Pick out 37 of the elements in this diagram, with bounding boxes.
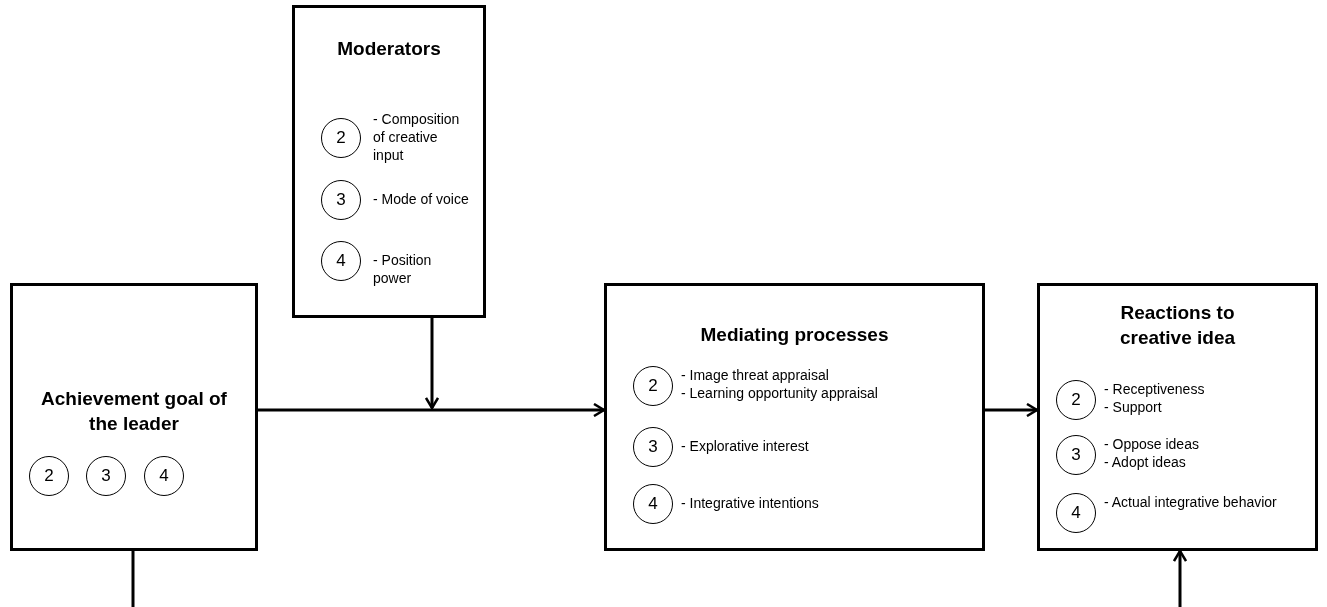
arrow [258, 402, 606, 418]
number-circle: 3 [321, 180, 361, 220]
concept-box [292, 5, 486, 318]
number-circle: 2 [321, 118, 361, 158]
arrow [1172, 549, 1188, 607]
number-circle: 4 [1056, 493, 1096, 533]
number-circle: 2 [1056, 380, 1096, 420]
item-text: - Integrative intentions [681, 494, 819, 512]
item-text: - Receptiveness [1104, 380, 1205, 398]
number-circle: 3 [1056, 435, 1096, 475]
connector-line [131, 551, 135, 607]
concept-box [10, 283, 258, 551]
number-circle: 2 [633, 366, 673, 406]
item-text: - Mode of voice [373, 190, 469, 208]
number-circle: 3 [633, 427, 673, 467]
number-circle: 4 [321, 241, 361, 281]
number-circle: 4 [144, 456, 184, 496]
item-text: - Image threat appraisal [681, 366, 830, 384]
number-circle: 3 [86, 456, 126, 496]
item-text: - Adopt ideas [1104, 453, 1187, 471]
box-title: Reactions to creative idea [1118, 301, 1237, 350]
item-text: - Composition of creative input [373, 110, 461, 164]
box-title: Moderators [336, 37, 442, 61]
item-text: - Explorative interest [681, 437, 809, 455]
item-text: - Oppose ideas [1104, 435, 1199, 453]
box-title: Mediating processes [699, 323, 890, 347]
concept-box [1037, 283, 1318, 551]
item-text: - Learning opportunity appraisal [681, 384, 878, 402]
concept-box [604, 283, 985, 551]
item-text: - Actual integrative behavior [1104, 493, 1277, 511]
item-text: - Position power [373, 251, 433, 287]
arrow [424, 318, 440, 410]
item-text: - Support [1104, 398, 1163, 416]
box-title: Achievement goal of the leader [40, 387, 228, 436]
number-circle: 4 [633, 484, 673, 524]
arrow [985, 402, 1039, 418]
number-circle: 2 [29, 456, 69, 496]
